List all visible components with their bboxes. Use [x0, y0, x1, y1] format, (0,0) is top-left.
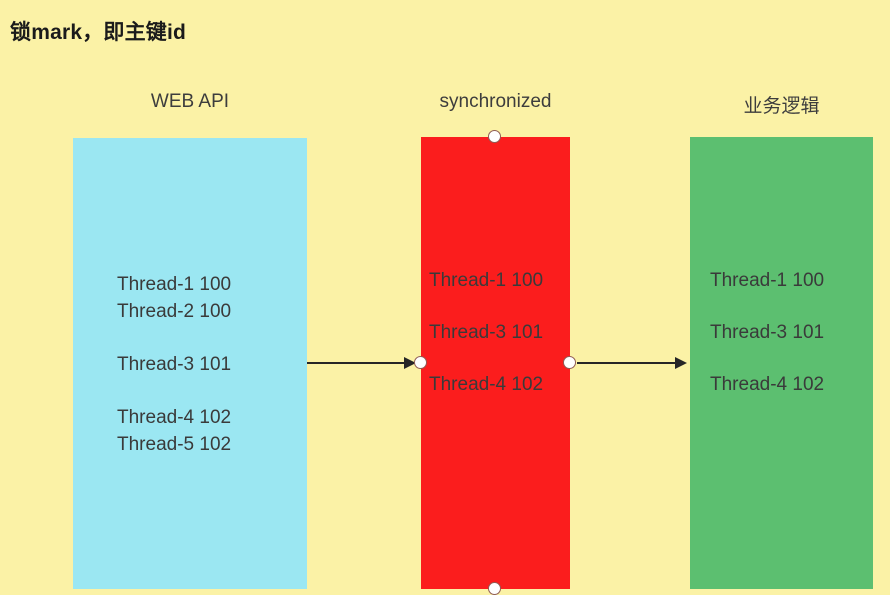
web-api-thread-list: Thread-1 100 Thread-2 100 Thread-3 101 T… [117, 271, 231, 458]
thread-line: Thread-1 100 [429, 270, 544, 291]
thread-line: Thread-3 101 [429, 322, 544, 343]
connection-point-bottom[interactable] [488, 582, 501, 595]
arrow-synchronized-to-business [577, 362, 676, 364]
business-logic-thread-list: Thread-1 100 Thread-3 101 Thread-4 102 [710, 267, 824, 398]
thread-line: Thread-2 100 [117, 301, 232, 322]
thread-line: Thread-3 101 [710, 322, 825, 343]
business-logic-node[interactable]: Thread-1 100 Thread-3 101 Thread-4 102 [690, 137, 873, 589]
connection-point-right[interactable] [563, 356, 576, 369]
web-api-node[interactable]: Thread-1 100 Thread-2 100 Thread-3 101 T… [73, 138, 307, 589]
thread-line: Thread-3 101 [117, 354, 232, 375]
synchronized-node[interactable]: Thread-1 100 Thread-3 101 Thread-4 102 [421, 137, 570, 589]
thread-line: Thread-1 100 [710, 270, 825, 291]
arrow-webapi-to-synchronized [307, 362, 405, 364]
arrowhead-icon [675, 356, 687, 369]
thread-line: Thread-4 102 [429, 374, 544, 395]
synchronized-thread-list: Thread-1 100 Thread-3 101 Thread-4 102 [429, 267, 543, 398]
arrowhead-icon [404, 356, 416, 369]
thread-line: Thread-1 100 [117, 274, 232, 295]
thread-line: Thread-5 102 [117, 434, 232, 455]
thread-line: Thread-4 102 [117, 407, 232, 428]
thread-line: Thread-4 102 [710, 374, 825, 395]
connection-point-top[interactable] [488, 130, 501, 143]
web-api-header-label: WEB API [150, 91, 230, 112]
connection-point-left[interactable] [414, 356, 427, 369]
business-logic-header-label: 业务逻辑 [743, 96, 820, 117]
diagram-title: 锁mark，即主键id [10, 21, 187, 44]
synchronized-header-label: synchronized [439, 91, 552, 112]
